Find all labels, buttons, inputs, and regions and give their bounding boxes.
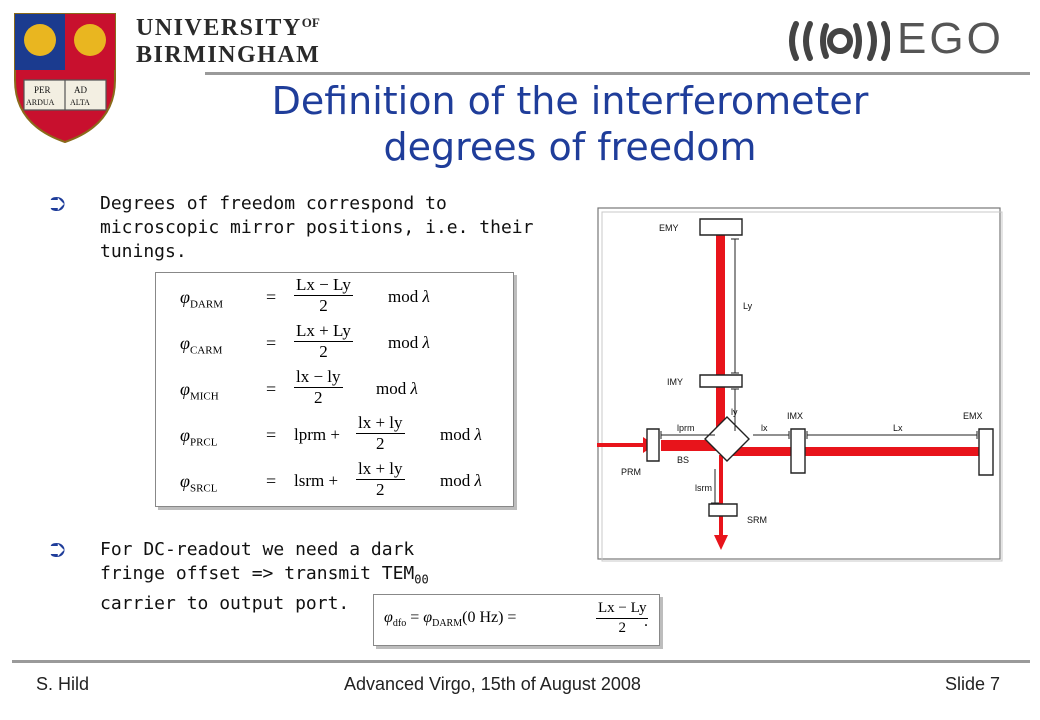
eq-mod: mod λ [376, 379, 418, 398]
label-emx: EMX [963, 411, 983, 421]
label-srm: SRM [747, 515, 767, 525]
eq-phi: φ [180, 379, 190, 399]
eq-phi: φ [180, 287, 190, 307]
ego-logo-icon [789, 21, 890, 61]
eq-sub: MICH [189, 390, 219, 403]
crest-motto-per: PER [34, 85, 51, 95]
label-imx: IMX [787, 411, 803, 421]
footer-author: S. Hild [36, 674, 90, 694]
eq-equals: = [266, 333, 277, 353]
label-ly-short: ly [731, 407, 738, 417]
crest-motto-ad: AD [74, 85, 87, 95]
eq-phi: φ [180, 425, 190, 445]
prm-mirror [646, 428, 660, 462]
interferometer-diagram: EMY Ly IMY ly lprm lx IMX Lx EMX PRM BS … [597, 207, 1003, 562]
eq-prefix: lsrm + [294, 471, 339, 490]
ego-logo-text: EGO [897, 14, 1004, 63]
eq-equals: = [266, 425, 277, 445]
university-line2: BIRMINGHAM [136, 42, 321, 68]
srm-mirror [708, 503, 738, 517]
eq-mod: mod λ [440, 425, 482, 444]
dfo-lhs: φdfo = φDARM(0 Hz) = [384, 609, 517, 630]
label-bs: BS [677, 455, 689, 465]
eq-sub: CARM [189, 344, 223, 357]
footer-event: Advanced Virgo, 15th of August 2008 [344, 674, 641, 694]
eq-phi: φ [180, 333, 190, 353]
crest-motto-alta: ALTA [70, 98, 90, 107]
university-of: OF [301, 15, 320, 30]
university-name: UNIVERSITYOF BIRMINGHAM [136, 16, 320, 67]
eq-prefix: lprm + [294, 425, 340, 444]
eq-sub: PRCL [189, 436, 218, 449]
header-rule [205, 72, 1030, 75]
label-prm: PRM [621, 467, 641, 477]
slide-title-line2: degrees of freedom [383, 125, 757, 169]
university-line1: UNIVERSITY [136, 15, 302, 41]
university-crest-logo: PER ARDUA AD ALTA [14, 13, 116, 144]
bullet-text: For DC-readout we need a dark fringe off… [100, 538, 429, 616]
label-lsrm: lsrm [695, 483, 712, 493]
emy-mirror [699, 218, 743, 236]
bullet-line: microscopic mirror positions, i.e. their [100, 217, 534, 238]
slide-title: Definition of the interferometer degrees… [150, 78, 990, 170]
eq-equals: = [266, 379, 277, 399]
eq-sub: SRCL [189, 482, 218, 495]
bullet-dc-readout: ⮊ For DC-readout we need a dark fringe o… [50, 538, 470, 618]
eq-equals: = [266, 471, 277, 491]
tem-subscript: 00 [414, 572, 429, 587]
eq-equals: = [266, 287, 277, 307]
crest-motto-ardua: ARDUA [26, 98, 55, 107]
bullet-degrees-of-freedom: ⮊ Degrees of freedom correspond to micro… [50, 192, 570, 272]
dfo-dot: . [644, 613, 648, 630]
label-emy: EMY [659, 223, 679, 233]
bullet-text: Degrees of freedom correspond to microsc… [100, 192, 533, 264]
eq-mod: mod λ [388, 287, 430, 306]
footer-slide-number: Slide 7 [945, 674, 1001, 694]
label-lx-short: lx [761, 423, 768, 433]
eq-sub: DARM [189, 298, 223, 311]
bullet-line: tunings. [100, 241, 187, 262]
bullet-arrow-icon: ⮊ [50, 192, 66, 216]
imy-mirror [699, 374, 743, 388]
label-imy: IMY [667, 377, 683, 387]
label-ly-long: Ly [743, 301, 753, 311]
label-lx-long: Lx [893, 423, 903, 433]
bullet-line: For DC-readout we need a dark [100, 539, 415, 560]
bs-mirror [704, 416, 750, 462]
bullet-arrow-icon: ⮊ [50, 538, 66, 562]
emx-mirror [978, 428, 994, 476]
label-lprm: lprm [677, 423, 695, 433]
slide-title-line1: Definition of the interferometer [271, 79, 869, 123]
bullet-line: Degrees of freedom correspond to [100, 193, 447, 214]
imx-mirror [790, 428, 806, 474]
bullet-line: fringe offset => transmit TEM00 [100, 563, 429, 587]
eq-phi: φ [180, 471, 190, 491]
bullet-line: carrier to output port. [100, 592, 350, 614]
eq-mod: mod λ [388, 333, 430, 352]
eq-mod: mod λ [440, 471, 482, 490]
footer-rule [12, 660, 1030, 663]
